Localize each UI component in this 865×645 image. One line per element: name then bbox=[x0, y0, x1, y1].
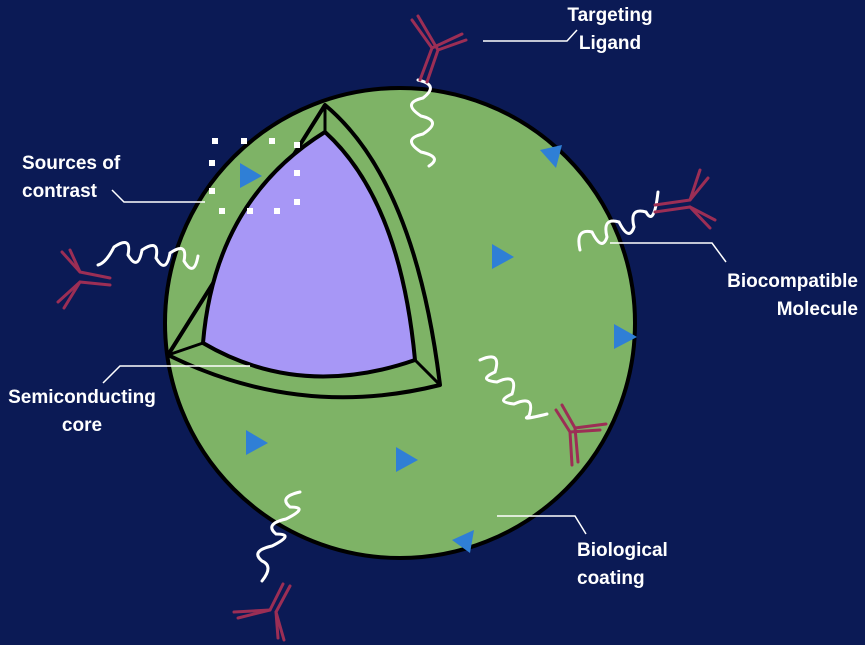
label-line: Molecule bbox=[776, 299, 858, 320]
label-line: Biocompatible bbox=[727, 271, 858, 292]
antibody-y-icon bbox=[56, 248, 112, 310]
ligands bbox=[56, 14, 717, 642]
spring-coil-icon bbox=[410, 78, 436, 168]
leader-line-semiconducting bbox=[102, 365, 250, 384]
label-line: coating bbox=[577, 568, 645, 589]
label-line: Ligand bbox=[578, 33, 642, 54]
contrast-dot bbox=[294, 142, 300, 148]
contrast-dot bbox=[294, 199, 300, 205]
leader-line-sources bbox=[111, 189, 205, 203]
contrast-dot bbox=[269, 138, 275, 144]
label-line: core bbox=[61, 415, 103, 436]
shell-edge-right bbox=[413, 358, 442, 387]
antibody-y-icon bbox=[232, 582, 292, 642]
contrast-dot bbox=[219, 208, 225, 214]
semiconducting-core bbox=[201, 130, 417, 379]
triangle-icon bbox=[614, 324, 637, 349]
linker-springs bbox=[96, 78, 660, 583]
triangle-icon bbox=[492, 244, 514, 269]
leader-line-targeting bbox=[483, 29, 578, 42]
contrast-dot bbox=[212, 138, 218, 144]
antibody-y-icon bbox=[410, 14, 468, 84]
leader-lines bbox=[102, 29, 727, 535]
contrast-dot bbox=[241, 138, 247, 144]
leader-line-biocompatible bbox=[610, 242, 727, 263]
contrast-dot bbox=[294, 170, 300, 176]
label-line: Biological bbox=[577, 540, 668, 561]
contrast-dot bbox=[209, 160, 215, 166]
triangle-icon bbox=[246, 430, 268, 455]
label-line: Sources of bbox=[22, 153, 121, 174]
label-biological-coating: Biological coating bbox=[577, 537, 668, 593]
triangle-icon bbox=[540, 145, 562, 168]
contrast-dot bbox=[209, 188, 215, 194]
label-semiconducting-core: Semiconducting core bbox=[4, 384, 160, 440]
label-line: Targeting bbox=[567, 5, 653, 26]
shell-edge-left bbox=[167, 341, 204, 357]
label-targeting-ligand: Targeting Ligand bbox=[555, 2, 665, 58]
label-line: Semiconducting bbox=[8, 387, 156, 408]
spring-coil-icon bbox=[256, 490, 302, 583]
triangle-icon bbox=[240, 163, 262, 188]
triangle-icon bbox=[452, 530, 474, 553]
label-line: contrast bbox=[22, 181, 97, 202]
antibody-y-icon bbox=[554, 403, 608, 467]
antibody-y-icon bbox=[653, 168, 717, 230]
spring-coil-icon bbox=[577, 190, 660, 252]
spring-coil-icon bbox=[478, 355, 549, 420]
triangle-icon bbox=[396, 447, 418, 472]
label-biocompatible-molecule: Biocompatible Molecule bbox=[700, 268, 858, 324]
label-sources-of-contrast: Sources of contrast bbox=[22, 150, 120, 206]
contrast-markers bbox=[240, 145, 637, 553]
contrast-dot bbox=[247, 208, 253, 214]
contrast-dot bbox=[274, 208, 280, 214]
contrast-dots bbox=[209, 138, 300, 214]
leader-line-biological bbox=[497, 515, 587, 535]
spring-coil-icon bbox=[96, 241, 200, 270]
